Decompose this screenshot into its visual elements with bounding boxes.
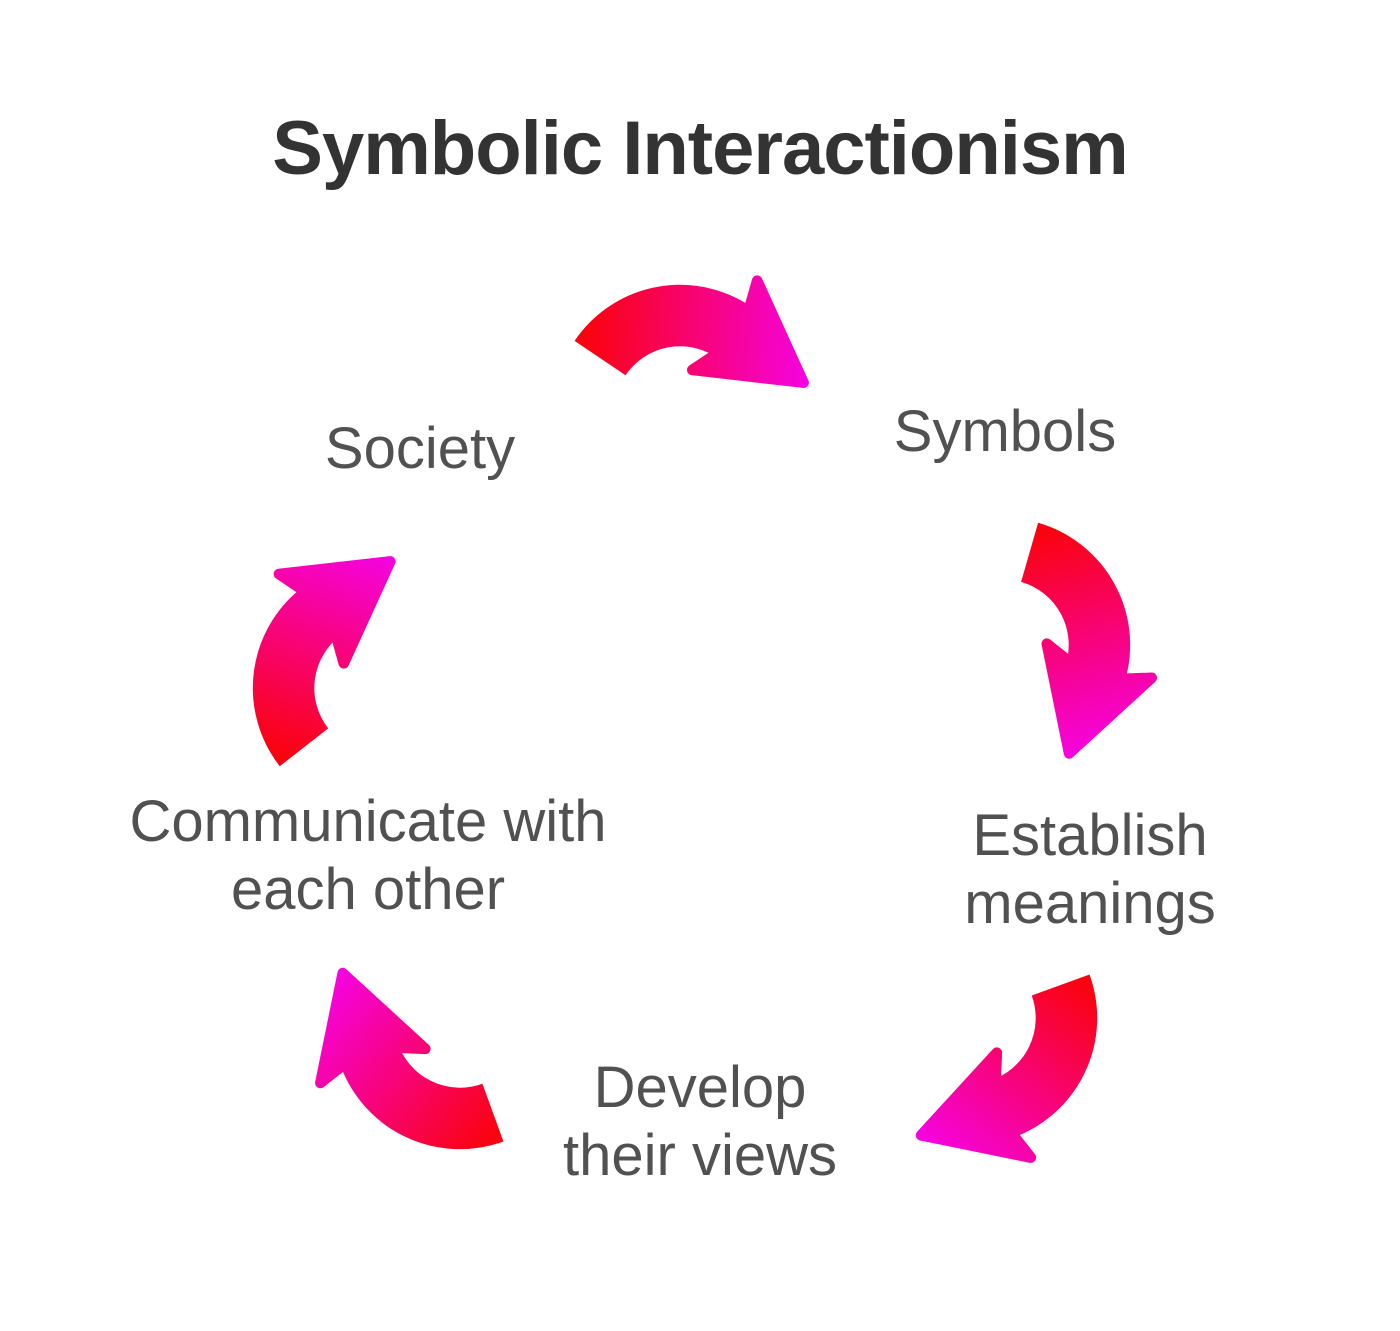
node-label-symbols: Symbols <box>805 398 1205 466</box>
arrow-society-to-symbols-icon <box>600 281 804 383</box>
node-label-society-line1: Society <box>324 416 516 481</box>
node-label-symbols-line1: Symbols <box>893 399 1117 464</box>
node-label-develop-line2: their views <box>563 1122 837 1188</box>
node-label-develop-their-views: Develop their views <box>520 1054 880 1190</box>
arrow-develop-their-views-to-communicate-icon <box>283 973 508 1175</box>
node-label-establish-meanings: Establish meanings <box>910 802 1270 938</box>
node-label-establish-line1: Establish <box>972 803 1208 868</box>
node-label-communicate-line1: Communicate with <box>129 789 607 854</box>
node-label-society: Society <box>220 415 620 483</box>
node-label-establish-line2: meanings <box>964 870 1216 936</box>
node-label-communicate-line2: each other <box>230 856 506 922</box>
arrow-establish-meanings-to-develop-their-views-icon <box>921 971 1123 1196</box>
arrow-symbols-to-establish-meanings-icon <box>1006 528 1166 753</box>
page-title: Symbolic Interactionism <box>272 105 1128 191</box>
node-label-develop-line1: Develop <box>593 1055 807 1120</box>
arrow-communicate-to-society-icon <box>230 530 390 755</box>
node-label-communicate-with-each-other: Communicate with each other <box>88 788 648 924</box>
